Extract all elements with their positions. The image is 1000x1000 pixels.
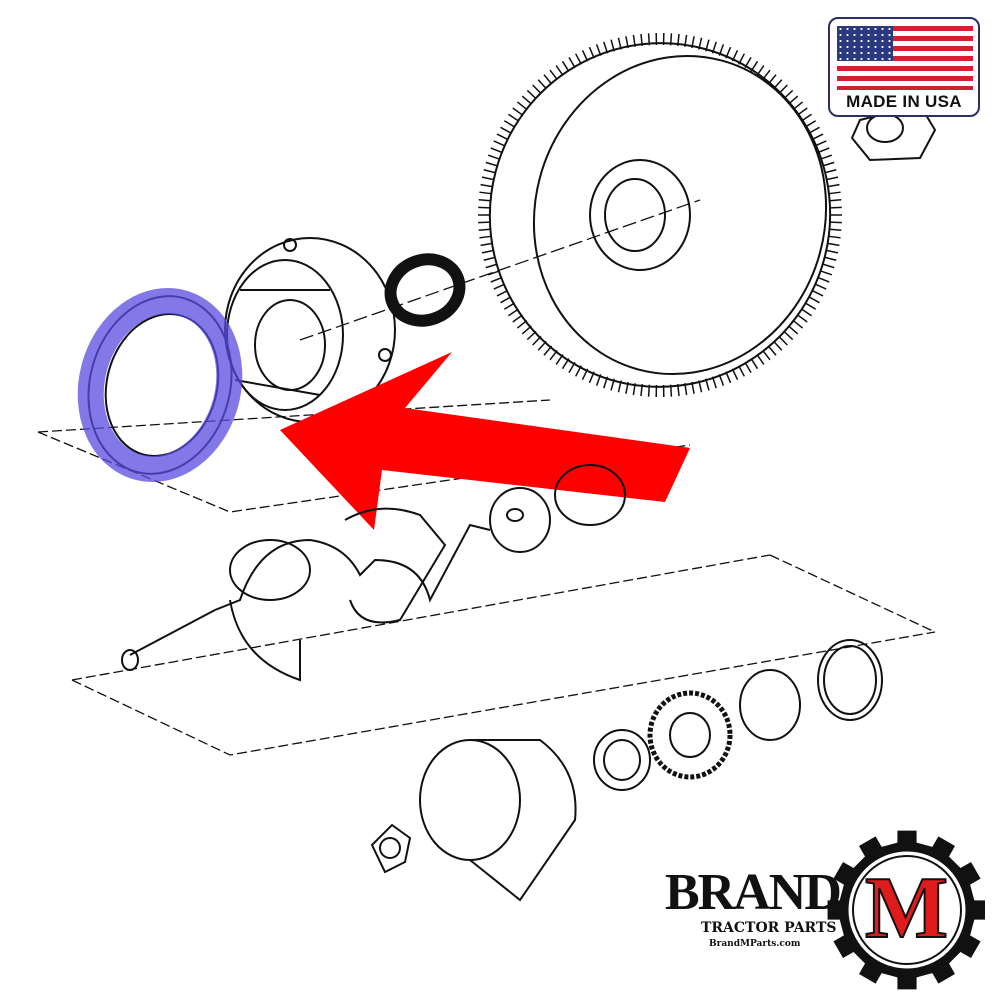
gear-tooth [829, 206, 842, 209]
gear-tooth [487, 154, 500, 160]
gear-icon [827, 830, 985, 990]
gear-tooth [532, 84, 542, 95]
gear-tooth [827, 242, 840, 247]
gear-tooth [778, 335, 788, 346]
gear-tooth [500, 126, 512, 134]
gear-tooth [805, 302, 817, 310]
gear-tooth [480, 183, 493, 188]
gear-tooth [814, 283, 827, 290]
gear-tooth [487, 270, 500, 276]
gear-tooth [817, 276, 830, 283]
gear-tooth [478, 228, 491, 231]
gear-tooth [483, 169, 496, 174]
brand-m-logo: BRAND TRACTOR PARTS BrandMParts.com M [665, 825, 985, 990]
gear-tooth [555, 65, 564, 76]
badge-text: MADE IN USA [846, 92, 962, 111]
gear-tooth [561, 60, 570, 72]
gear-tooth [521, 95, 532, 105]
gear-tooth [478, 221, 491, 224]
gear-tooth [797, 314, 808, 323]
gasket-highlight [77, 288, 243, 482]
gear-tooth [549, 69, 558, 81]
gear-tooth [808, 296, 820, 304]
gear-tooth [526, 89, 537, 100]
gear-tooth [829, 221, 842, 224]
gear-tooth [507, 113, 519, 122]
gear-tooth [783, 330, 794, 341]
gear-tooth [822, 161, 835, 167]
gear-tooth [808, 126, 820, 134]
gear-tooth [817, 147, 830, 154]
gear-tooth [822, 263, 835, 269]
logo-brand: BRAND [665, 864, 842, 921]
gear-tooth [826, 176, 839, 181]
flywheel [478, 33, 842, 397]
ring-gear-teeth [478, 33, 842, 397]
logo-url: BrandMParts.com [709, 939, 801, 949]
gear-tooth [485, 263, 498, 269]
gear-tooth [756, 354, 765, 365]
gear-tooth [824, 256, 837, 261]
gear-tooth [801, 308, 813, 317]
gear-tooth [480, 242, 493, 247]
gear-tooth [767, 345, 777, 356]
gear-tooth [478, 206, 491, 209]
gear-tooth [773, 340, 783, 351]
gear-tooth [829, 199, 842, 202]
gear-tooth [824, 169, 837, 174]
gear-tooth [500, 296, 512, 304]
seal-ring [384, 253, 466, 327]
gear-tooth [478, 199, 491, 202]
gear-tooth [568, 57, 576, 69]
lower-assembly [370, 639, 883, 902]
gear-tooth [828, 191, 841, 195]
gear-tooth [543, 74, 553, 85]
logo-letter: M [864, 860, 949, 957]
plane-outlines [37, 199, 936, 756]
gear-tooth [481, 176, 494, 181]
gear-tooth [512, 107, 523, 116]
gear-tooth [483, 256, 496, 261]
gear-tooth [820, 154, 833, 160]
gear-tooth [814, 140, 827, 147]
gear-tooth [820, 270, 833, 276]
gear-tooth [811, 289, 824, 297]
gear-tooth [481, 249, 494, 254]
gear-tooth [496, 289, 509, 297]
gear-tooth [496, 133, 509, 141]
gear-tooth [485, 161, 498, 167]
gear-tooth [503, 120, 515, 128]
gear-tooth [829, 228, 842, 231]
gear-tooth [537, 79, 547, 90]
made-in-usa-badge: MADE IN USA [828, 17, 980, 117]
gear-tooth [493, 140, 506, 147]
gear-tooth [493, 283, 506, 290]
gear-tooth [811, 133, 824, 141]
gear-tooth [479, 235, 492, 239]
gear-tooth [516, 101, 528, 110]
gear-tooth [828, 235, 841, 239]
gear-tooth [479, 191, 492, 195]
gear-tooth [827, 183, 840, 188]
gear-tooth [792, 320, 804, 329]
red-arrow [280, 352, 690, 530]
us-flag-icon [837, 26, 973, 90]
gear-tooth [826, 249, 839, 254]
gear-tooth [762, 349, 771, 361]
gear-tooth [744, 361, 752, 373]
logo-tagline: TRACTOR PARTS [701, 920, 837, 936]
gear-tooth [490, 147, 503, 154]
gear-tooth [750, 358, 759, 370]
bearing-parts-upper [489, 464, 626, 553]
gear-tooth [490, 276, 503, 283]
gear-tooth [788, 325, 799, 335]
crankshaft [121, 507, 491, 682]
